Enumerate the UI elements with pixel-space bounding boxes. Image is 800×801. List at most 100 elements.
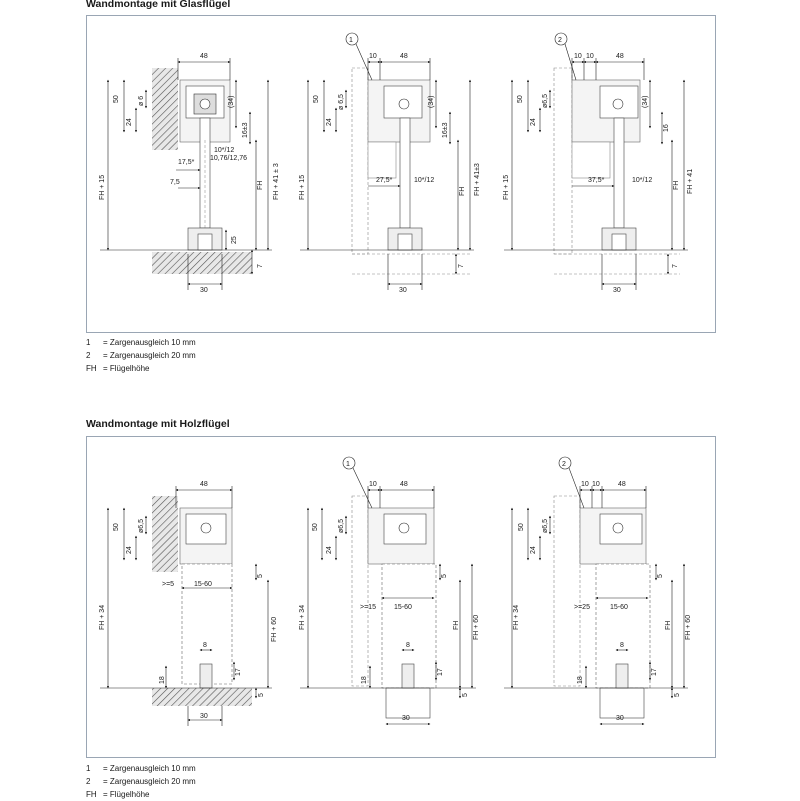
dim-label: 17 xyxy=(651,668,658,676)
dim-label: 17,5* xyxy=(178,159,195,166)
dim-label: 24 xyxy=(326,118,333,126)
dim-label: 16 xyxy=(663,124,670,132)
glass-drawing-3 xyxy=(504,32,688,290)
dim-label: 15-60 xyxy=(610,604,628,611)
dim-label: 18 xyxy=(577,676,584,684)
dim-label: 10 xyxy=(369,53,377,60)
dim-label: FH xyxy=(459,187,466,196)
dim-label: FH + 15 xyxy=(99,175,106,200)
dim-label: >=25 xyxy=(574,604,590,611)
glass-drawing-1 xyxy=(100,58,272,290)
dim-label: (34) xyxy=(228,96,235,108)
legend-glass: 1= Zargenausgleich 10 mm 2= Zargenausgle… xyxy=(86,336,196,375)
floor-hatch xyxy=(152,252,252,274)
dim-label: 48 xyxy=(400,481,408,488)
dim-label: 50 xyxy=(113,523,120,531)
dim-label: 48 xyxy=(618,481,626,488)
dim-label: FH + 41 xyxy=(687,169,694,194)
dim-label: 50 xyxy=(518,523,525,531)
dim-label: 50 xyxy=(517,95,524,103)
callout-label: 1 xyxy=(346,461,350,468)
dim-label: ø 6,5 xyxy=(338,94,345,110)
legend-wood: 1= Zargenausgleich 10 mm 2= Zargenausgle… xyxy=(86,762,196,801)
dim-label: 7 xyxy=(672,264,679,268)
dim-label: 10 xyxy=(592,481,600,488)
dim-label: ø6,5 xyxy=(138,519,145,533)
dim-label: FH xyxy=(665,621,672,630)
wall-hatch xyxy=(152,68,178,150)
dim-label: 7,5 xyxy=(170,179,180,186)
dim-label: 17 xyxy=(437,668,444,676)
dim-label: FH xyxy=(673,181,680,190)
section-title-wood: Wandmontage mit Holzflügel xyxy=(86,418,230,430)
wood-drawing-1 xyxy=(100,486,272,726)
dim-label: 10 xyxy=(574,53,582,60)
dim-label: ø 6 xyxy=(138,96,145,106)
dim-label: 16±3 xyxy=(442,122,449,138)
dim-label: FH + 34 xyxy=(513,605,520,630)
legend-item: 1= Zargenausgleich 10 mm xyxy=(86,338,196,347)
dim-label: 50 xyxy=(312,523,319,531)
dim-label: 7 xyxy=(257,264,264,268)
dim-label: ø6,5 xyxy=(542,519,549,533)
dim-label: 5 xyxy=(441,574,448,578)
dim-label: 8 xyxy=(203,642,207,649)
dim-label: ø6,5 xyxy=(542,94,549,108)
dim-label: 24 xyxy=(530,118,537,126)
callout-label: 1 xyxy=(349,37,353,44)
legend-item: 1= Zargenausgleich 10 mm xyxy=(86,764,196,773)
dim-label: 50 xyxy=(113,95,120,103)
dim-label: 10 xyxy=(586,53,594,60)
dim-label: 10,76/12,76 xyxy=(210,155,247,162)
dim-label: FH + 41 ± 3 xyxy=(273,163,280,200)
dim-label: 10*/12 xyxy=(214,147,234,154)
dim-label: 24 xyxy=(326,546,333,554)
dim-label: 8 xyxy=(620,642,624,649)
dim-label: 30 xyxy=(200,713,208,720)
dim-label: 10 xyxy=(369,481,377,488)
dim-label: FH + 15 xyxy=(503,175,510,200)
dim-label: 48 xyxy=(200,53,208,60)
dim-label: 18 xyxy=(361,676,368,684)
dim-label: ø6,5 xyxy=(338,519,345,533)
dim-label: 5 xyxy=(657,574,664,578)
callout-label: 2 xyxy=(562,461,566,468)
callout-2 xyxy=(554,32,568,46)
dim-label: >=15 xyxy=(360,604,376,611)
dim-label: 15-60 xyxy=(394,604,412,611)
dim-label: 10*/12 xyxy=(414,177,434,184)
glass-drawing-2 xyxy=(300,32,474,290)
section-title-glass: Wandmontage mit Glasflügel xyxy=(86,0,231,10)
wall-hatch xyxy=(152,496,178,572)
callout-1 xyxy=(342,456,356,470)
legend-item: 2= Zargenausgleich 20 mm xyxy=(86,351,196,360)
dim-label: FH + 60 xyxy=(685,615,692,640)
dim-label: 30 xyxy=(613,287,621,294)
floor-hatch xyxy=(152,688,252,706)
dim-label: 30 xyxy=(200,287,208,294)
dim-label: FH xyxy=(257,181,264,190)
callout-2 xyxy=(558,456,572,470)
dim-label: >=5 xyxy=(162,581,174,588)
dim-label: 24 xyxy=(126,546,133,554)
dim-label: 30 xyxy=(399,287,407,294)
legend-item: FH= Flügelhöhe xyxy=(86,364,150,373)
dim-label: FH + 34 xyxy=(299,605,306,630)
dim-label: (34) xyxy=(428,96,435,108)
dim-label: 16±3 xyxy=(242,122,249,138)
dim-label: FH xyxy=(453,621,460,630)
dim-label: 5 xyxy=(674,693,681,697)
dim-label: 30 xyxy=(616,715,624,722)
dim-label: 48 xyxy=(616,53,624,60)
dim-label: 15-60 xyxy=(194,581,212,588)
dim-label: (34) xyxy=(642,96,649,108)
dim-label: FH + 41±3 xyxy=(474,163,481,196)
dim-label: 10 xyxy=(581,481,589,488)
legend-item: FH= Flügelhöhe xyxy=(86,790,150,799)
dim-label: 7 xyxy=(458,264,465,268)
dim-label: 37,5* xyxy=(588,177,605,184)
dim-label: 24 xyxy=(126,118,133,126)
dim-label: 17 xyxy=(235,668,242,676)
dim-label: FH + 15 xyxy=(299,175,306,200)
